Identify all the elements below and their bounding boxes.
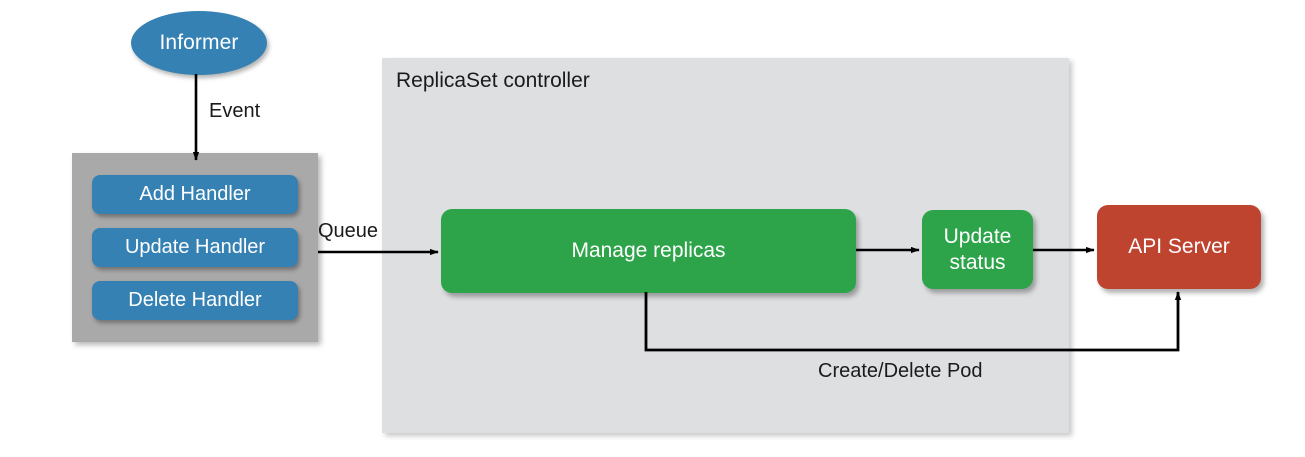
handler-delete-label: Delete Handler	[128, 289, 262, 311]
node-manage-replicas-label: Manage replicas	[571, 239, 726, 263]
node-informer[interactable]: Informer	[131, 11, 267, 75]
node-api-server-label: API Server	[1128, 235, 1230, 259]
node-informer-label: Informer	[159, 31, 239, 54]
node-update-status[interactable]: Update status	[922, 210, 1033, 289]
handler-update-label: Update Handler	[124, 236, 266, 258]
handler-add[interactable]: Add Handler	[92, 175, 298, 214]
edge-label-event: Event	[209, 100, 261, 122]
edge-label-create-delete-pod: Create/Delete Pod	[818, 360, 983, 382]
handler-add-label: Add Handler	[139, 183, 251, 205]
replicaset-controller-title: ReplicaSet controller	[396, 69, 590, 92]
handler-update[interactable]: Update Handler	[92, 228, 298, 267]
node-update-status-label: Update status	[944, 224, 1012, 275]
node-api-server[interactable]: API Server	[1097, 205, 1261, 289]
node-update-status-line2: status	[949, 250, 1006, 274]
edge-label-queue: Queue	[318, 220, 379, 242]
handler-delete[interactable]: Delete Handler	[92, 281, 298, 320]
node-manage-replicas[interactable]: Manage replicas	[441, 209, 856, 293]
handlers-group: Add Handler Update Handler Delete Handle…	[72, 153, 318, 342]
node-update-status-line1: Update	[943, 224, 1012, 248]
